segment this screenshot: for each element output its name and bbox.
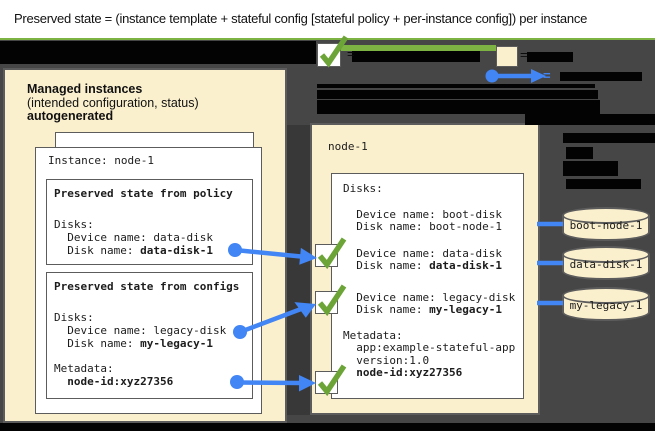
legend-checkbox-icon — [317, 43, 341, 67]
legend-cream-box-icon — [496, 46, 518, 67]
preserved-state-configs-box: Preserved state from configs Disks: Devi… — [46, 272, 253, 399]
configs-metadata-label: Metadata: — [54, 362, 114, 375]
redaction-bar — [317, 100, 600, 114]
configs-disk-value: my-legacy-1 — [140, 337, 213, 350]
configs-device-line: Device name: legacy-disk — [54, 324, 227, 337]
node-disks-label: Disks: — [343, 182, 383, 195]
data-disk-value: data-disk-1 — [429, 259, 502, 272]
checkbox-node-id — [315, 371, 338, 394]
disk-cylinder-legacy: my-legacy-1 — [562, 287, 650, 321]
metadata-app-line: app:example-stateful-app — [343, 341, 516, 354]
boot-device-line: Device name: boot-disk — [343, 207, 502, 221]
legend-equals-check: = — [347, 46, 355, 61]
policy-disk-line: Disk name: data-disk-1 — [54, 244, 213, 257]
redaction-bar — [317, 84, 595, 88]
redaction-bar — [527, 52, 573, 62]
instance-sheet: Instance: node-1 Preserved state from po… — [35, 147, 262, 414]
panel-gap-strip — [287, 125, 310, 415]
instance-label: Instance: node-1 — [48, 154, 154, 167]
managed-instances-panel: Managed instances (intended configuratio… — [3, 68, 287, 423]
preserved-state-policy-box: Preserved state from policy Disks: Devic… — [46, 179, 253, 265]
configs-box-title: Preserved state from configs — [54, 280, 240, 293]
boot-disk-line: Disk name: boot-node-1 — [343, 220, 502, 233]
checkbox-data-disk — [315, 244, 338, 267]
redaction-bar — [0, 423, 655, 431]
redaction-bar — [560, 72, 642, 81]
disk-label-data: data-disk-1 — [569, 258, 643, 271]
header-autogenerated: autogenerated — [27, 109, 114, 123]
node-config-box: Disks: Device name: boot-disk Disk name:… — [331, 173, 524, 399]
redaction-bar — [0, 41, 316, 64]
node-label: node-1 — [328, 140, 368, 153]
data-device-line: Device name: data-disk — [343, 246, 502, 260]
title-underline — [0, 38, 655, 40]
configs-metadata-value: node-id:xyz27356 — [67, 375, 174, 388]
configs-disks-label: Disks: — [54, 311, 94, 324]
disk-cylinder-data: data-disk-1 — [562, 246, 650, 280]
policy-disks-label: Disks: — [54, 218, 94, 231]
metadata-node-value: node-id:xyz27356 — [356, 366, 463, 379]
redaction-bar — [566, 179, 641, 189]
header-intended-config: (intended configuration, status) — [27, 95, 199, 110]
data-disk-line: Disk name: data-disk-1 — [343, 259, 502, 272]
policy-disk-value: data-disk-1 — [140, 244, 213, 257]
redaction-bar — [566, 147, 593, 159]
title-bar: Preserved state = (instance template + s… — [0, 0, 655, 38]
node-metadata-label: Metadata: — [343, 328, 403, 342]
redaction-bar — [525, 114, 655, 125]
legacy-disk-line: Disk name: my-legacy-1 — [343, 303, 502, 316]
legend-equals-arrow: = — [543, 68, 551, 83]
policy-box-title: Preserved state from policy — [54, 187, 233, 200]
metadata-version-line: version:1.0 — [343, 353, 430, 367]
redaction-bar — [352, 51, 480, 62]
redaction-bar — [317, 90, 598, 99]
diagram-title: Preserved state = (instance template + s… — [14, 11, 588, 26]
metadata-node-line: node-id:xyz27356 — [343, 366, 523, 380]
header-managed-instances: Managed instances — [27, 82, 143, 96]
disk-label-boot: boot-node-1 — [569, 219, 643, 232]
managed-instances-header: Managed instances (intended configuratio… — [27, 82, 199, 124]
configs-metadata-line: node-id:xyz27356 — [54, 375, 252, 388]
node-panel: node-1 Disks: Device name: boot-disk Dis… — [310, 123, 540, 415]
legend-equals-box: = — [520, 47, 528, 62]
legacy-device-line: Device name: legacy-disk — [343, 290, 516, 304]
legend-green-bar — [326, 45, 496, 51]
disk-label-legacy: my-legacy-1 — [569, 299, 643, 312]
legacy-disk-value: my-legacy-1 — [429, 303, 502, 316]
redaction-bar — [563, 161, 618, 176]
disk-cylinder-boot: boot-node-1 — [562, 207, 650, 241]
checkbox-legacy-disk — [315, 291, 338, 314]
redaction-bar — [563, 133, 655, 143]
policy-device-line: Device name: data-disk — [54, 231, 213, 244]
configs-disk-line: Disk name: my-legacy-1 — [54, 337, 213, 350]
